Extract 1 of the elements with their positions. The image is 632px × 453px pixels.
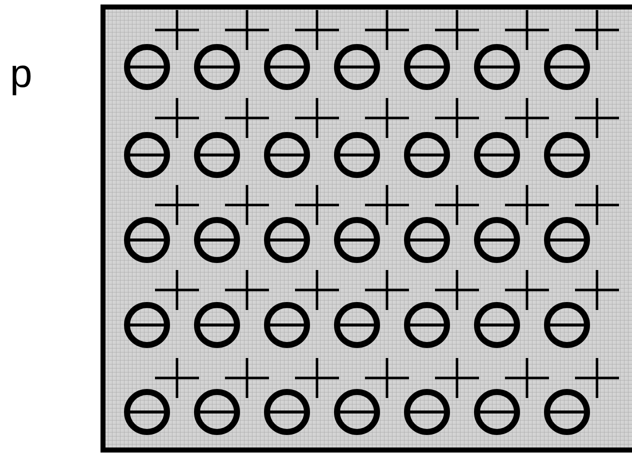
region-label: p <box>10 52 32 96</box>
